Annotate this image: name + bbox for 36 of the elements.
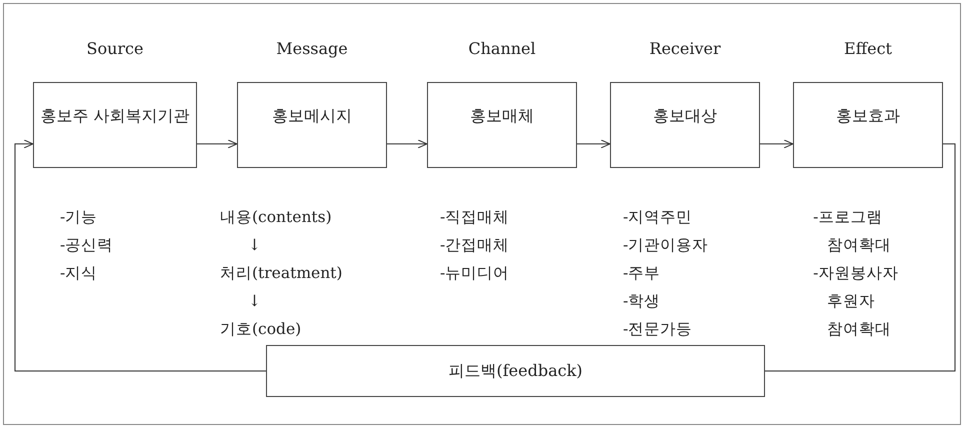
down-arrow-glyph: ↓ <box>247 235 262 256</box>
box-label: 피드백(feedback) <box>447 360 584 382</box>
list-item: 기호(code) <box>220 319 302 340</box>
list-item: -지역주민 <box>623 207 694 228</box>
list-item: -전문가등 <box>623 319 694 340</box>
box-label: 홍보대상 <box>652 105 718 127</box>
list-item: -기관이용자 <box>623 235 710 256</box>
down-arrow-glyph: ↓ <box>247 291 262 312</box>
box-label: 홍보메시지 <box>271 105 353 127</box>
column-heading: Source <box>86 39 144 58</box>
list-item: 처리(treatment) <box>220 263 344 284</box>
column-heading: Message <box>275 39 349 58</box>
column-heading: Receiver <box>648 39 722 58</box>
list-item: -기능 <box>60 207 98 228</box>
list-item: -직접매체 <box>440 207 510 228</box>
arrow <box>760 139 794 148</box>
feedback-box <box>266 345 765 397</box>
column-heading: Effect <box>843 39 893 58</box>
list-item: -공신력 <box>60 235 114 256</box>
box-label: 홍보매체 <box>469 105 535 127</box>
list-item: -학생 <box>623 291 662 312</box>
column-heading: Channel <box>467 39 537 58</box>
list-item: -뉴미디어 <box>440 263 510 284</box>
connector-line <box>764 143 956 372</box>
list-item: 내용(contents) <box>220 207 333 228</box>
arrow <box>386 139 428 148</box>
list-item: -프로그램 참여확대 <box>812 207 892 256</box>
box-label: 홍보효과 <box>835 105 901 127</box>
arrow <box>196 139 238 148</box>
list-item: -지식 <box>60 263 98 284</box>
list-item: -간접매체 <box>440 235 510 256</box>
arrow <box>576 139 610 148</box>
list-item: -자원봉사자 후원자 참여확대 <box>812 263 900 340</box>
arrow <box>14 139 266 372</box>
box-label: 홍보주 사회복지기관 <box>40 105 190 127</box>
list-item: -주부 <box>623 263 662 284</box>
